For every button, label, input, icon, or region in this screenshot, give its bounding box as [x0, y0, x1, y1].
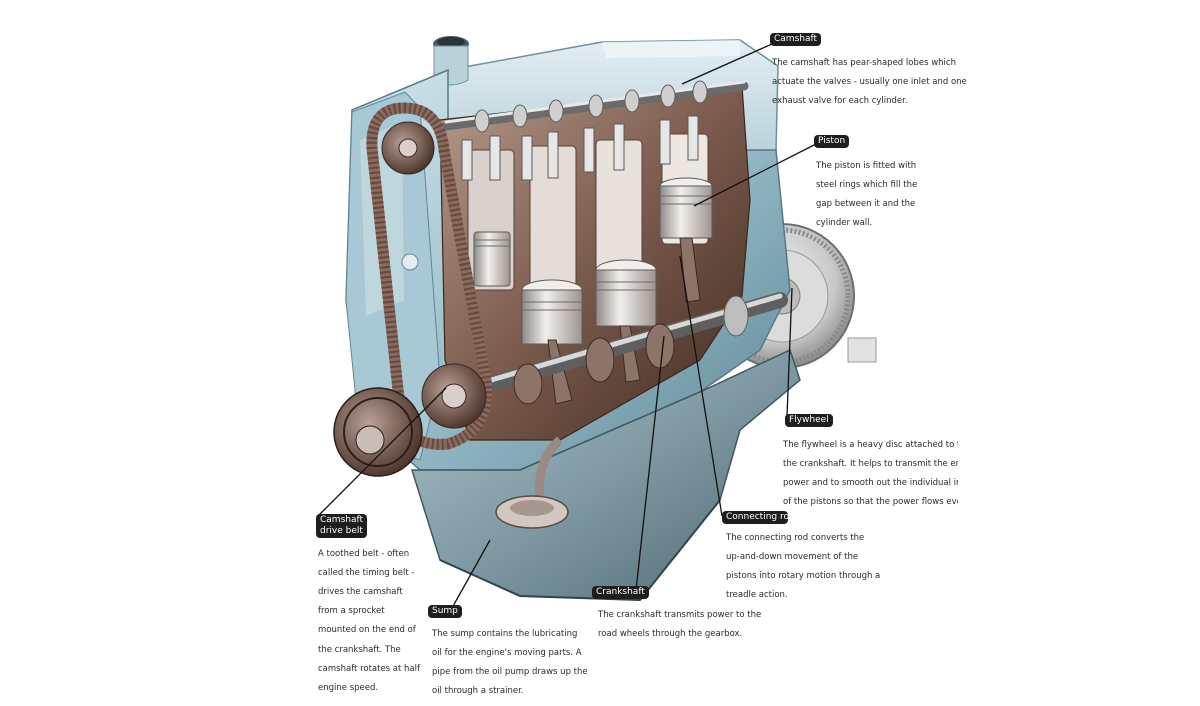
leader-crankshaft	[635, 335, 665, 591]
crankshaft-label: Crankshaft	[592, 586, 649, 599]
piston-description: The piston is fitted with steel rings wh…	[816, 160, 918, 229]
flywheel-description: The flywheel is a heavy disc attached to…	[783, 439, 958, 508]
camshaft-drive-belt-label: Camshaft drive belt	[316, 514, 368, 538]
piston-1	[473, 231, 511, 287]
engine-illustration	[317, 36, 877, 609]
piston-2	[521, 279, 583, 345]
timing-belt	[366, 102, 493, 450]
valves	[461, 115, 699, 181]
flywheel-label: Flywheel	[785, 414, 833, 427]
engine-diagram: Camshaft The camshaft has pear-shaped lo…	[316, 33, 967, 696]
connecting-rod-description: The connecting rod converts the up-and-d…	[726, 532, 881, 601]
camshaft-drive-belt-description: A toothed belt - often called the timing…	[318, 548, 420, 693]
sump-label: Sump	[428, 605, 462, 618]
piston-4	[659, 177, 713, 239]
piston-label: Piston	[814, 135, 850, 148]
leader-connecting-rod	[679, 255, 723, 517]
crankshaft-description: The crankshaft transmits power to the ro…	[598, 609, 762, 639]
leader-sump	[451, 539, 491, 609]
leader-flywheel	[786, 287, 793, 417]
crankshaft-pulley	[333, 387, 423, 477]
connecting-rod-label: Connecting ro	[722, 511, 788, 524]
crankshaft	[442, 292, 788, 405]
camshaft-label: Camshaft	[770, 33, 822, 46]
sump	[410, 348, 801, 602]
camshaft	[441, 80, 749, 133]
leader-camshaft-drive-belt	[317, 387, 447, 517]
sump-description: The sump contains the lubricating oil fo…	[432, 628, 588, 697]
piston-3	[595, 259, 657, 327]
camshaft-description: The camshaft has pear-shaped lobes which…	[772, 57, 967, 106]
leader-piston	[693, 143, 817, 207]
leader-camshaft	[681, 43, 773, 85]
leader-lines	[317, 43, 817, 609]
pistons	[473, 177, 713, 345]
